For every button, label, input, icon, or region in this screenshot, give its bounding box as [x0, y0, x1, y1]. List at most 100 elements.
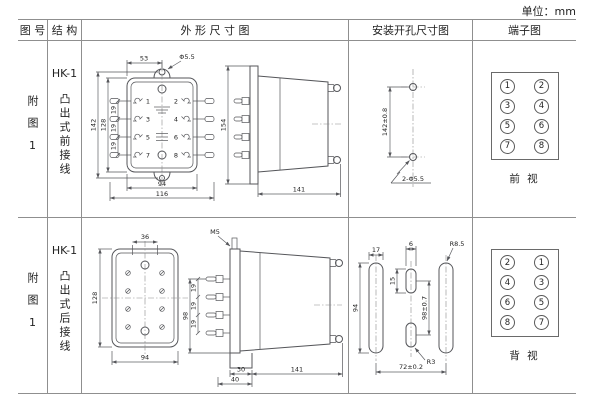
radius-small-callout: R3 — [426, 358, 435, 366]
relay-front-wiring-outline-drawing: 1 2 3 4 5 6 7 8 53 Φ5.5 142 128 — [90, 53, 342, 201]
dim-94: 94 — [158, 180, 166, 188]
terminal-number: 3 — [146, 116, 150, 124]
dim-98: 98 — [182, 311, 190, 319]
terminal-circle: 7 — [500, 138, 515, 154]
row2-structure-label: 凸出式后接线 — [58, 270, 71, 354]
terminal-number: 5 — [146, 134, 150, 142]
header-terminal: 端子图 — [473, 20, 576, 41]
rear-view-body — [102, 240, 188, 357]
terminal-grid: 1 2 3 4 5 6 7 8 — [500, 78, 549, 154]
terminal-circle: 4 — [534, 98, 549, 114]
header-install-label: 安装开孔尺寸图 — [372, 24, 449, 37]
dim-pitch: 19 — [190, 301, 198, 309]
dim-141: 141 — [293, 186, 305, 194]
header-outline: 外 形 尺 寸 图 — [82, 20, 349, 41]
terminal-grid: 2 1 4 3 6 5 8 7 — [500, 255, 549, 330]
cutout-holes — [401, 69, 425, 187]
dim-17: 17 — [371, 246, 379, 254]
terminal-circle: 3 — [534, 275, 549, 290]
terminal-circle: 5 — [500, 118, 515, 134]
dim-53: 53 — [140, 55, 148, 63]
dim-72: 72±0.2 — [398, 363, 422, 371]
dim-slot-spacing: 98±0.7 — [420, 295, 428, 319]
terminal-circle: 2 — [500, 255, 515, 270]
header-structure-label: 结 构 — [51, 24, 78, 37]
side-view-body — [233, 65, 342, 185]
dim-pitch: 19 — [110, 106, 118, 114]
terminal-view-caption: 前 视 — [509, 173, 540, 185]
dim-pitch: 19 — [110, 142, 118, 150]
front-view-clamp-symbols — [133, 97, 191, 158]
cutout-dimensions: 17 94 6 15 98±0.7 R8.5 R3 72±0.2 — [351, 240, 464, 375]
row1-terminal-cell: 1 2 3 4 5 6 7 8 前 视 — [473, 41, 576, 218]
header-terminal-label: 端子图 — [508, 24, 541, 37]
row1-model-label: HK-1 — [51, 67, 78, 80]
terminal-diagram-box: 1 2 3 4 5 6 7 8 — [490, 72, 559, 160]
terminal-diagram-box: 2 1 4 3 6 5 8 7 — [490, 248, 559, 337]
terminal-circle: 1 — [500, 78, 515, 94]
dim-116: 116 — [156, 190, 168, 198]
terminal-number: 6 — [174, 134, 178, 142]
header-install: 安装开孔尺寸图 — [349, 20, 473, 41]
terminal-view-caption: 背 视 — [509, 349, 540, 362]
dim-6: 6 — [408, 240, 412, 248]
dim-pitch: 19 — [110, 124, 118, 132]
dim-142: 142 — [90, 119, 98, 131]
terminal-number: 2 — [174, 98, 178, 106]
terminal-circle: 1 — [534, 255, 549, 270]
side-view-dimensions: 154 141 — [220, 65, 341, 197]
front-view-terminal-numbers: 1 2 3 4 5 6 7 8 — [146, 98, 178, 160]
dim-128: 128 — [91, 291, 99, 303]
holes-callout: 2-Φ5.5 — [402, 175, 424, 183]
header-fig-no: 图 号 — [18, 20, 48, 41]
row2-fig-label: 附图1 — [26, 271, 39, 340]
row2-terminal-cell: 2 1 4 3 6 5 8 7 背 视 — [473, 218, 576, 393]
row1-fig-label: 附图1 — [26, 95, 39, 163]
row2-outline-cell: 36 128 94 M5 — [82, 218, 349, 393]
terminal-circle: 2 — [534, 78, 549, 94]
terminal-circle: 6 — [534, 118, 549, 134]
side-view-dimensions: 98 19 19 19 30 40 141 — [182, 276, 343, 387]
terminal-circle: 3 — [500, 98, 515, 114]
dim-36: 36 — [141, 233, 149, 241]
terminal-circle: 4 — [500, 275, 515, 290]
terminal-circle: 6 — [500, 295, 515, 310]
dim-141: 141 — [291, 365, 303, 373]
row2-structure-cell: HK-1 凸出式后接线 — [48, 218, 82, 393]
terminal-number: 1 — [146, 98, 150, 106]
radius-big-callout: R8.5 — [449, 240, 464, 248]
front-view-dimensions: 53 Φ5.5 142 128 19 19 19 94 — [90, 53, 215, 201]
header-outline-label: 外 形 尺 寸 图 — [180, 24, 250, 37]
relay-rear-wiring-outline-drawing: 36 128 94 M5 — [91, 228, 343, 387]
front-view-body — [126, 62, 198, 188]
dim-128: 128 — [100, 119, 108, 131]
terminal-circle: 8 — [534, 138, 549, 154]
dim-40: 40 — [231, 375, 239, 383]
spec-table: 图 号 结 构 外 形 尺 寸 图 安装开孔尺寸图 端子图 附图1 HK-1 凸… — [18, 19, 576, 394]
terminal-number: 8 — [174, 152, 178, 160]
terminal-number: 4 — [174, 116, 178, 124]
cutout-slots — [368, 254, 453, 361]
dim-94: 94 — [141, 353, 149, 361]
unit-label: 单位：mm — [521, 5, 576, 18]
row1-fig-no-cell: 附图1 — [18, 41, 48, 218]
rear-wiring-panel-cutout-drawing: 17 94 6 15 98±0.7 R8.5 R3 72±0.2 — [351, 240, 464, 375]
dim-hole: Φ5.5 — [179, 53, 194, 61]
dim-154: 154 — [220, 119, 228, 131]
front-view-coil-symbols — [154, 106, 170, 141]
front-view-terminal-studs — [109, 98, 215, 158]
dim-hole-spacing: 142±0.8 — [381, 108, 389, 136]
dim-30: 30 — [237, 365, 245, 373]
row1-structure-cell: HK-1 凸出式前接线 — [48, 41, 82, 218]
dim-pitch: 19 — [190, 283, 198, 291]
dim-15: 15 — [388, 276, 396, 284]
row2-model-label: HK-1 — [51, 244, 78, 257]
row2-install-cell: 17 94 6 15 98±0.7 R8.5 R3 72±0.2 — [349, 218, 473, 393]
terminal-circle: 7 — [534, 315, 549, 330]
header-structure: 结 构 — [48, 20, 82, 41]
header-fig-no-label: 图 号 — [19, 24, 46, 37]
row1-outline-cell: 1 2 3 4 5 6 7 8 53 Φ5.5 142 128 — [82, 41, 349, 218]
dim-94: 94 — [351, 303, 359, 311]
dim-pitch: 19 — [190, 319, 198, 327]
